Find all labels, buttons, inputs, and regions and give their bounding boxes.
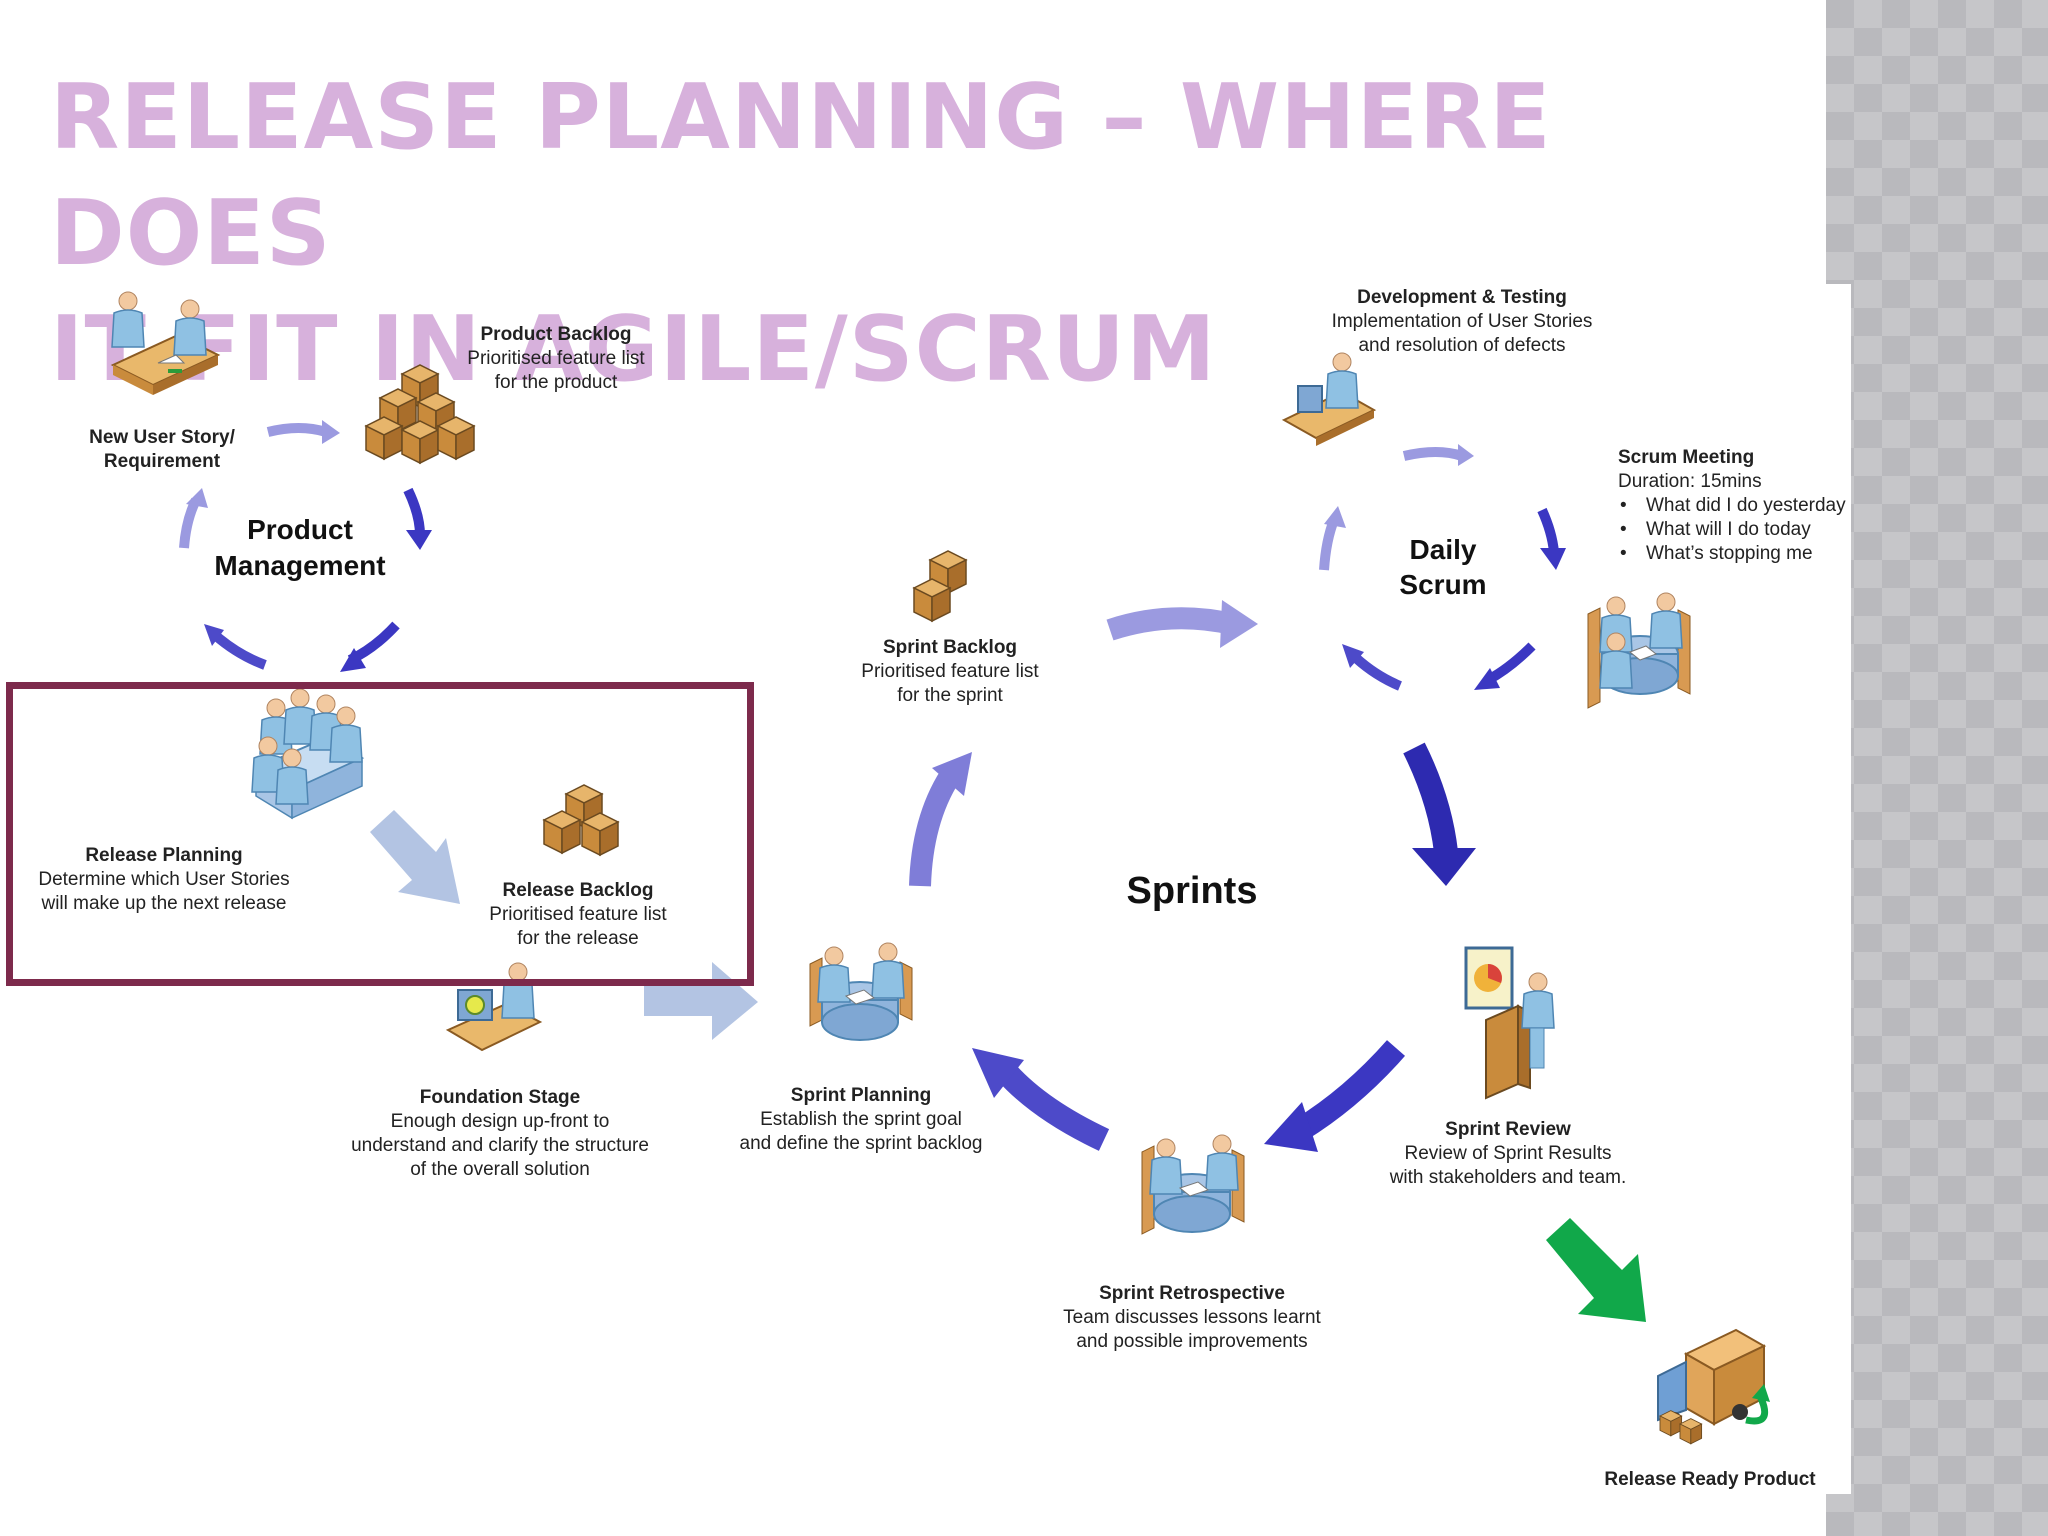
- daily-scrum-label: Daily Scrum: [1399, 534, 1487, 600]
- development-testing-workstation-icon: [1281, 352, 1377, 446]
- diagram-panel: [0, 284, 1851, 1494]
- arrow-backlog-to-daily: [1106, 607, 1235, 641]
- release-backlog-title: Release Backlog: [502, 880, 654, 901]
- foundation-stage-desc: Enough design up-front to understand and…: [351, 1111, 649, 1180]
- arrow-left-up: [1319, 518, 1339, 571]
- sprint-backlog-label: Sprint Backlog Prioritised feature list …: [830, 636, 1070, 708]
- arrow-retro-to-planning: [997, 1063, 1110, 1151]
- arrow-left-up-head: [1324, 506, 1346, 528]
- arrow-story-to-backlog: [266, 423, 328, 437]
- sprint-review-title: Sprint Review: [1445, 1119, 1571, 1140]
- arrow-up-to-story-head: [186, 488, 208, 508]
- scrum-meeting-questions: What did I do yesterday What will I do t…: [1618, 494, 1846, 566]
- arrow-daily-to-review: [1403, 742, 1458, 854]
- scrum-question-1: What did I do yesterday: [1618, 494, 1846, 518]
- release-ready-label: Release Ready Product: [1570, 1468, 1850, 1492]
- sprint-retrospective-team-icon: [1141, 1134, 1245, 1235]
- new-user-story-title: New User Story/ Requirement: [89, 427, 235, 472]
- product-management-arrows: [179, 420, 432, 672]
- arrow-up-to-story: [179, 497, 201, 549]
- arrow-meeting-down-head: [1540, 548, 1566, 570]
- scrum-question-3: What’s stopping me: [1618, 542, 1846, 566]
- sprint-backlog-title: Sprint Backlog: [882, 637, 1018, 658]
- foundation-stage-label: Foundation Stage Enough design up-front …: [330, 1086, 670, 1182]
- arrow-team-to-bottom-head: [1474, 668, 1500, 690]
- arrow-dev-to-meeting-head: [1458, 444, 1474, 466]
- sprint-backlog-desc: Prioritised feature list for the sprint: [861, 661, 1039, 706]
- release-planning-meeting-icon: [251, 688, 365, 820]
- release-backlog-label: Release Backlog Prioritised feature list…: [458, 879, 698, 951]
- decorative-side-pattern: [1826, 0, 2048, 1536]
- arrow-backlog-down: [403, 487, 425, 536]
- arrow-from-release-planning: [211, 631, 267, 670]
- daily-scrum-arrows: [1319, 444, 1566, 691]
- sprint-review-desc: Review of Sprint Results with stakeholde…: [1389, 1143, 1627, 1188]
- arrow-from-release-planning-head: [204, 624, 224, 646]
- sprint-planning-title: Sprint Planning: [790, 1085, 932, 1106]
- foundation-stage-title: Foundation Stage: [419, 1087, 581, 1108]
- scrum-meeting-title: Scrum Meeting: [1618, 447, 1755, 468]
- dev-testing-desc: Implementation of User Stories and resol…: [1331, 311, 1593, 356]
- arrow-bottom-to-left-head: [1342, 644, 1364, 668]
- arrow-story-to-backlog-head: [322, 420, 340, 444]
- release-planning-desc: Determine which User Stories will make u…: [38, 869, 290, 914]
- sprint-review-label: Sprint Review Review of Sprint Results w…: [1358, 1118, 1658, 1190]
- slide-title-line-1: RELEASE PLANNING – WHERE DOES: [50, 65, 1552, 286]
- new-user-story-label: New User Story/ Requirement: [62, 426, 262, 474]
- arrow-team-to-bottom: [1485, 642, 1536, 685]
- dev-testing-label: Development & Testing Implementation of …: [1312, 286, 1612, 358]
- new-user-story-icon: [110, 291, 221, 395]
- sprint-planning-desc: Establish the sprint goal and define the…: [739, 1109, 983, 1154]
- sprint-review-presenter-icon: [1464, 946, 1555, 1100]
- dev-testing-title: Development & Testing: [1357, 287, 1567, 308]
- sprints-label: Sprints: [1126, 870, 1258, 912]
- arrow-planning-up-head: [932, 752, 972, 796]
- sprint-retrospective-title: Sprint Retrospective: [1099, 1283, 1285, 1304]
- arrow-backlog-down-head: [406, 530, 432, 550]
- product-backlog-label: Product Backlog Prioritised feature list…: [436, 323, 676, 395]
- arrow-meeting-down: [1537, 507, 1559, 553]
- arrow-release-planning-to-backlog: [370, 810, 460, 904]
- arrow-to-release-planning-head: [340, 648, 366, 672]
- product-management-label: Product Management: [214, 514, 386, 581]
- arrow-bottom-to-left: [1352, 654, 1402, 691]
- scrum-question-2: What will I do today: [1618, 518, 1846, 542]
- daily-scrum-team-icon: [1587, 592, 1691, 709]
- arrow-release-ready: [1546, 1218, 1646, 1322]
- arrow-review-to-retro-head: [1264, 1102, 1318, 1152]
- sprint-planning-team-icon: [809, 942, 913, 1041]
- release-planning-title: Release Planning: [85, 845, 243, 866]
- release-backlog-desc: Prioritised feature list for the release: [489, 904, 667, 949]
- sprint-arrows: [909, 600, 1476, 1152]
- product-backlog-title: Product Backlog: [480, 324, 632, 345]
- sprint-retrospective-label: Sprint Retrospective Team discusses less…: [1042, 1282, 1342, 1354]
- arrow-planning-up: [909, 770, 960, 887]
- foundation-stage-workstation-icon: [445, 962, 543, 1052]
- delivery-truck-icon: [1657, 1328, 1770, 1445]
- sprint-planning-label: Sprint Planning Establish the sprint goa…: [716, 1084, 1006, 1156]
- product-backlog-desc: Prioritised feature list for the product: [467, 348, 645, 393]
- slide-title: RELEASE PLANNING – WHERE DOES IT FIT IN …: [50, 60, 1750, 408]
- sprint-retrospective-desc: Team discusses lessons learnt and possib…: [1063, 1307, 1321, 1352]
- scrum-meeting-label: Scrum Meeting Duration: 15mins What did …: [1618, 446, 1846, 566]
- slide-title-line-2: IT FIT IN AGILE/SCRUM: [50, 297, 1217, 402]
- release-planning-highlight-frame: [6, 682, 754, 986]
- arrow-backlog-to-daily-head: [1220, 600, 1258, 648]
- scrum-meeting-duration: Duration: 15mins: [1618, 471, 1762, 492]
- release-planning-label: Release Planning Determine which User St…: [24, 844, 304, 916]
- arrow-review-to-retro: [1293, 1040, 1406, 1141]
- arrow-retro-to-planning-head: [972, 1048, 1024, 1098]
- arrow-dev-to-meeting: [1402, 447, 1464, 461]
- sprint-backlog-boxes-icon: [913, 550, 967, 622]
- release-ready-title: Release Ready Product: [1604, 1469, 1816, 1490]
- arrow-daily-to-review-head: [1412, 848, 1476, 886]
